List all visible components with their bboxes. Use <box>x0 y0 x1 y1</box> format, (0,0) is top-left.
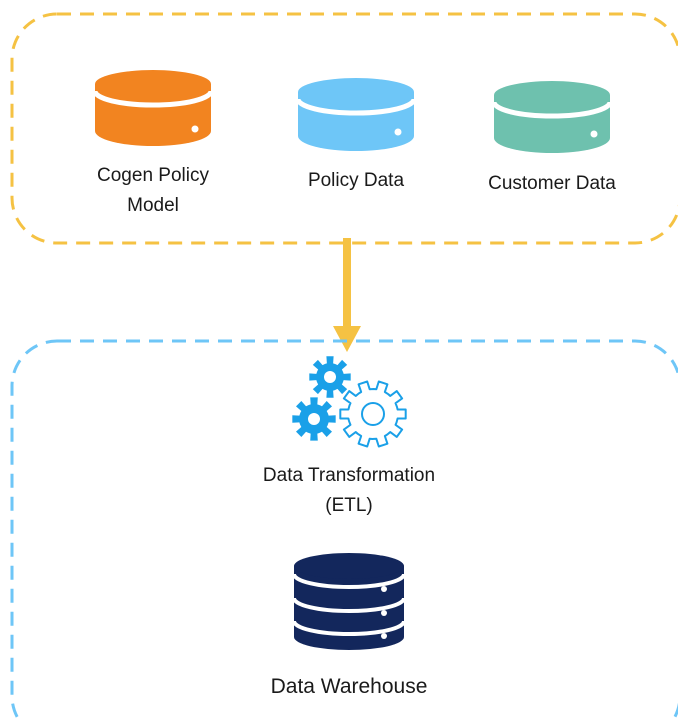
flow-arrow <box>333 238 361 352</box>
gear-b-hub <box>308 413 320 425</box>
policy-data-label: Policy Data <box>271 166 441 196</box>
sources-group-border <box>10 12 678 245</box>
cogen-policy-model-label-line2: Model <box>127 195 179 216</box>
data-warehouse-label-line1: Data Warehouse <box>270 675 428 698</box>
cogen-policy-model-database-icon <box>92 70 214 146</box>
data-transformation-label-line1: Data Transformation <box>262 465 436 486</box>
customer-data-label-line1: Customer Data <box>488 173 616 194</box>
cogen-policy-model-label-line1: Cogen Policy <box>97 165 209 186</box>
policy-data-database-icon <box>295 78 417 151</box>
customer-data-database-icon <box>491 81 613 153</box>
policy-data-label-line1: Policy Data <box>307 170 405 191</box>
data-warehouse-database-icon <box>292 553 406 650</box>
processing-group-border <box>10 339 678 720</box>
gear-c-hub <box>361 402 385 426</box>
cogen-policy-model-label: Cogen Policy Model <box>68 161 238 221</box>
data-transformation-label: Data Transformation (ETL) <box>229 461 469 521</box>
gear-a-hub <box>324 371 336 383</box>
data-transformation-label-line2: (ETL) <box>325 495 373 516</box>
gears-icon <box>292 356 407 448</box>
customer-data-label: Customer Data <box>462 169 642 199</box>
data-warehouse-label: Data Warehouse <box>229 672 469 702</box>
